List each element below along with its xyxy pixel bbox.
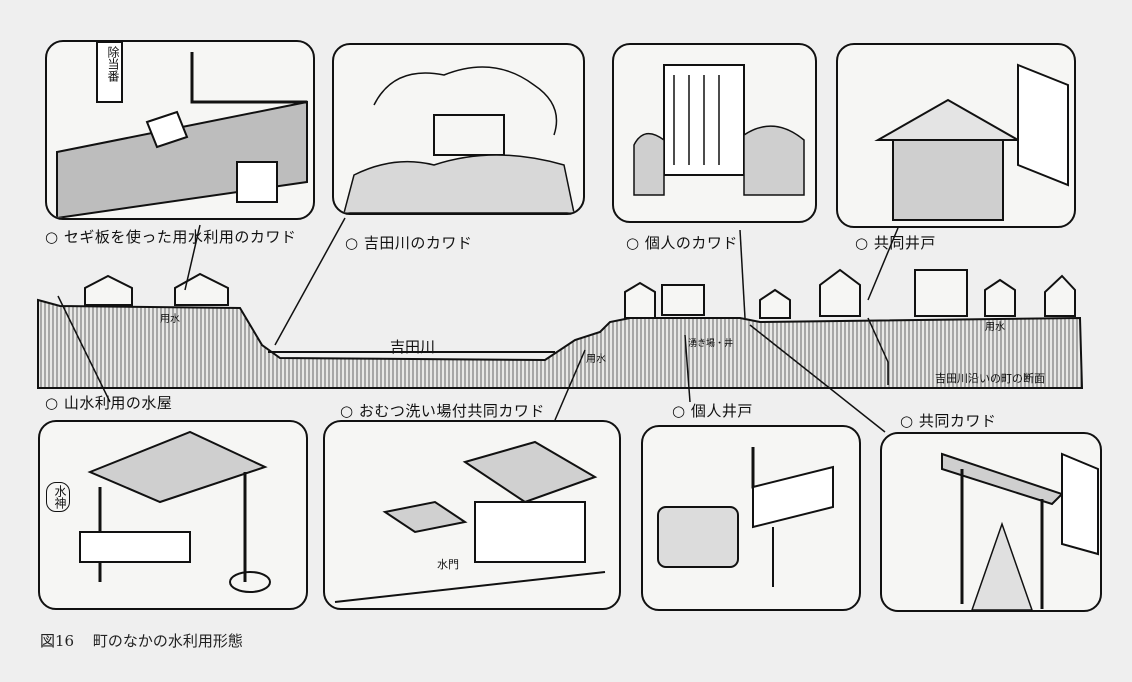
panel-kyodo-ido: [836, 43, 1076, 228]
panel-kojin-kawado: [612, 43, 817, 223]
ground-section: [37, 298, 1084, 389]
panel-yoshidagawa-kawado: [332, 43, 585, 215]
label-kyodo-kawado: ○ 共同カワド: [900, 412, 997, 430]
label-kojin-ido: ○ 個人井戸: [672, 402, 753, 420]
label-yamamizu-mizuya: ○ 山水利用の水屋: [45, 394, 173, 412]
river-label: 吉田川: [390, 338, 435, 356]
yosui-label-right: 用水: [985, 321, 1005, 333]
laundry-shed-icon: [334, 440, 606, 603]
label-yoshidagawa-kawado: ○ 吉田川のカワド: [345, 234, 473, 252]
panel-seki-kawado: 除当番: [45, 40, 315, 220]
leader-lines: [57, 217, 899, 433]
channel-icon: [56, 42, 308, 218]
yosui-label-mid: 用水: [586, 353, 606, 365]
figure-title: 町のなかの水利用形態: [92, 632, 243, 650]
yosui-label-left: 用水: [160, 313, 180, 325]
figure-caption: 図16 町のなかの水利用形態: [40, 630, 257, 651]
stone-wall-icon: [633, 64, 805, 196]
well-roof-icon: [874, 63, 1069, 221]
panel-kojin-ido: [641, 425, 861, 611]
suijin-text: 水神: [46, 482, 70, 512]
figure-number: 図16: [40, 632, 75, 650]
pump-well-icon: [657, 447, 834, 587]
label-omutsu-kawado: ○ おむつ洗い場付共同カワド: [340, 402, 545, 420]
label-seki-kawado: ○ セギ板を使った用水利用のカワド: [45, 228, 297, 246]
sign-text: 除当番: [106, 46, 120, 82]
section-houses: [84, 268, 1076, 319]
panel-yamamizu-mizuya: 水神: [38, 420, 308, 610]
label-kyodo-ido: ○ 共同井戸: [855, 234, 936, 252]
water-hut-icon: [79, 430, 271, 593]
river-steps-icon: [343, 66, 575, 213]
panel-omutsu-kawado: 水門: [323, 420, 621, 610]
label-kojin-kawado: ○ 個人のカワド: [626, 234, 738, 252]
panel-kyodo-kawado: [880, 432, 1102, 612]
suimon-text: 水門: [437, 558, 459, 571]
section-title: 吉田川沿いの町の断面: [935, 371, 1045, 385]
covered-path-icon: [941, 452, 1099, 610]
spring-label: 湧き場・井: [688, 337, 733, 349]
